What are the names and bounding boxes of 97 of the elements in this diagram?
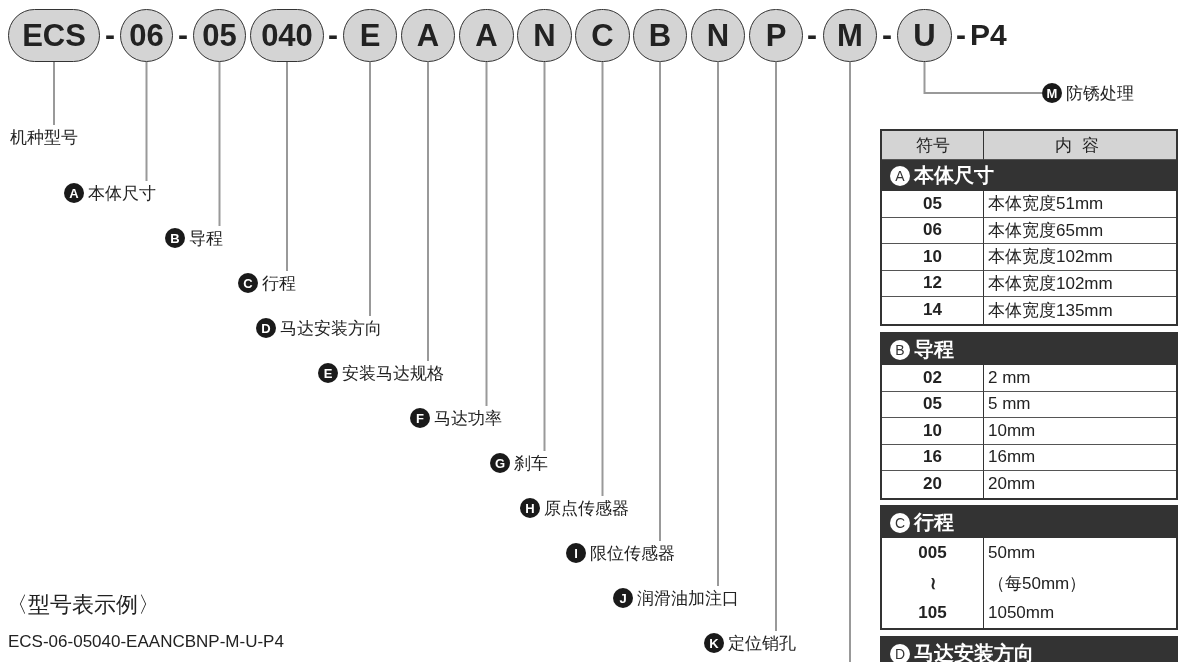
table-cell-text: 20mm [987,473,1037,496]
separator-dash: - [807,20,817,50]
header-cell: 符号 [882,131,984,160]
callout-badge: B [165,228,185,248]
code-cell: 105 [882,598,984,628]
code-cell: 16 [882,444,984,471]
callout-label: 原点传感器 [544,497,629,520]
separator-dash: - [178,20,188,50]
code-pill: ECS [8,9,100,62]
callout-label: 定位销孔 [728,632,796,655]
code-cell: 10 [882,418,984,445]
leader-line [53,61,55,126]
callout-badge: K [704,633,724,653]
table-cell: 本体宽度51mm [984,191,1176,218]
callout-label: 限位传感器 [590,542,675,565]
code-cell: 10 [882,244,984,271]
code-pill: 05 [193,9,246,62]
callout-badge: I [566,543,586,563]
section-badge: C [890,512,910,533]
code-cell: 12 [882,270,984,297]
table-cell: 2 mm [984,365,1176,392]
section-badge: A [890,165,910,186]
section-badge: B [890,339,910,360]
table-cell: 本体宽度102mm [984,244,1176,271]
code-pill: N [691,9,745,62]
leader-line [717,61,719,587]
section-title: 本体尺寸 [914,163,994,188]
leader-line [369,61,371,317]
example-heading: 〈型号表示例〉 [6,591,160,619]
table-cell: 16mm [984,444,1176,471]
leader-line [659,61,661,542]
code-cell: 005 [882,538,984,568]
callout-label: 安装马达规格 [342,362,444,385]
leader-line [218,61,221,227]
leader-line [923,61,1043,94]
callout-label: 机种型号 [10,126,78,149]
code-cell: 05 [882,191,984,218]
callout-label: 润滑油加注口 [637,587,739,610]
callout-badge: C [238,273,258,293]
table-cell-text: 本体宽度135mm [987,299,1114,322]
code-pill: P [749,9,803,62]
code-pill: E [343,9,397,62]
code-cell: 20 [882,471,984,498]
code-pill: B [633,9,687,62]
table-cell: 本体宽度102mm [984,270,1176,297]
code-cell: 06 [882,217,984,244]
section-title: 导程 [914,337,954,362]
leader-line [849,61,851,662]
table-cell-text: 50mm [987,542,1037,564]
separator-dash: - [882,20,892,50]
table-cell: 10mm [984,418,1176,445]
table-cell-text: 1050mm [987,602,1056,624]
callout-badge: H [520,498,540,518]
callout-badge: F [410,408,430,428]
section-badge: D [890,643,910,662]
callout-badge: J [613,588,633,608]
callout-label: 本体尺寸 [88,182,156,205]
code-pill: 040 [250,9,324,62]
example-code: ECS-06-05040-EAANCBNP-M-U-P4 [8,632,284,652]
code-cell: ≀ [882,568,984,598]
separator-dash: - [105,20,115,50]
code-pill: U [897,9,952,62]
callout-label: 行程 [262,272,296,295]
callout-badge: G [490,453,510,473]
callout-label: 导程 [189,227,223,250]
leader-line [485,61,488,407]
callout-badge: A [64,183,84,203]
code-pill: M [823,9,877,62]
callout-label: 马达功率 [434,407,502,430]
code-pill: A [459,9,514,62]
table-cell: 本体宽度65mm [984,217,1176,244]
code-cell: 05 [882,391,984,418]
code-cell: 02 [882,365,984,392]
leader-line [145,61,148,182]
table-cell-text: （每50mm） [987,572,1088,595]
section-title: 行程 [914,510,954,535]
callout-badge: E [318,363,338,383]
code-pill: N [517,9,572,62]
callout-badge: M [1042,83,1062,103]
code-pill: 06 [120,9,173,62]
code-pill: C [575,9,630,62]
callout-label: 防锈处理 [1066,82,1134,105]
callout-badge: D [256,318,276,338]
code-cell: 14 [882,297,984,324]
table-cell: 5 mm [984,391,1176,418]
leader-line [775,61,777,632]
callout-label: 刹车 [514,452,548,475]
code-pill: A [401,9,455,62]
separator-dash: - [956,20,966,50]
leader-line [427,61,429,362]
header-cell: 内容 [984,131,1176,160]
leader-line [286,61,288,272]
code-suffix: P4 [970,18,1007,52]
leader-line [601,61,604,497]
leader-line [543,61,546,452]
separator-dash: - [328,20,338,50]
callout-label: 马达安装方向 [280,317,382,340]
